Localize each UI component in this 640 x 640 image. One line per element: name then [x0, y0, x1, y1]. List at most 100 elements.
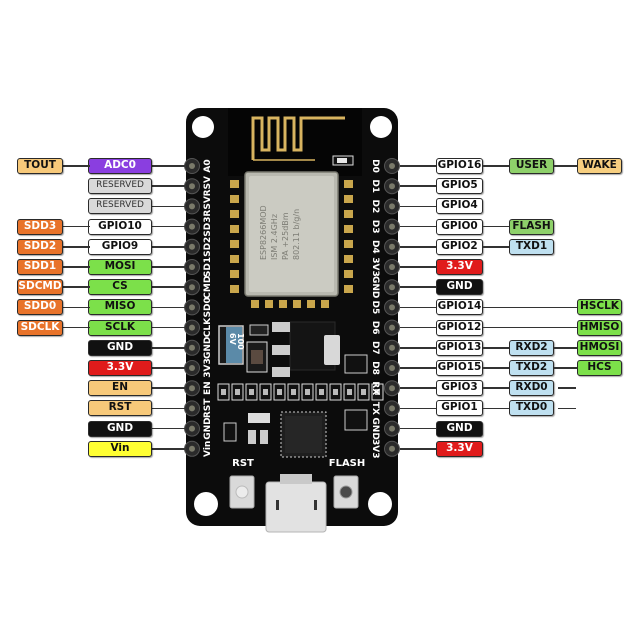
pin-wire — [125, 347, 186, 349]
transistor — [344, 354, 368, 374]
pin-wire — [483, 367, 510, 369]
module-pad — [230, 270, 239, 278]
pin-label-v33: 3.3V — [88, 360, 152, 376]
module-text: 802.11 b/g/n — [292, 209, 301, 260]
pin-wire — [400, 205, 437, 208]
silkscreen-left-label: RSV — [203, 196, 213, 216]
pin-wire — [483, 225, 510, 228]
silkscreen-left-label: GND — [203, 337, 213, 359]
pin-wire — [400, 286, 437, 288]
silkscreen-right-label: D4 — [370, 240, 380, 254]
pin-wire — [60, 306, 90, 309]
pin-wire — [483, 347, 510, 349]
pin-wire — [400, 407, 437, 410]
pin-label-spi: SCLK — [88, 319, 152, 336]
rst-button-cap[interactable] — [235, 485, 249, 499]
pin-label-hspi: HSCLK — [577, 299, 622, 316]
module-pad — [293, 300, 301, 308]
pin-wire — [400, 326, 437, 329]
pin-wire — [60, 246, 90, 248]
pin-label-uart: TXD2 — [509, 360, 554, 376]
pin-wire — [60, 266, 90, 268]
pin-label-gpio: GPIO14 — [436, 299, 483, 316]
pin-label-uart: TXD0 — [509, 400, 554, 417]
pin-label-user: USER — [509, 158, 554, 174]
module-pad — [265, 300, 273, 308]
pin-wire — [125, 387, 186, 389]
pin-label-adc: ADC0 — [88, 158, 152, 174]
silkscreen-left-label: CMD — [203, 276, 213, 299]
pin-label-uart: TXD1 — [509, 238, 554, 255]
pin-wire — [400, 246, 437, 248]
module-pad — [344, 180, 353, 188]
pin-label-hspi: HMISO — [577, 319, 622, 336]
module-pad — [321, 300, 329, 308]
module-pad — [230, 285, 239, 293]
module-pad — [344, 240, 353, 248]
pin-label-sdd: SDD3 — [17, 218, 63, 235]
pin-label-gpio: GPIO0 — [436, 218, 483, 235]
pin-wire — [125, 185, 186, 187]
pin-wire — [400, 225, 437, 228]
mounting-hole-top-right — [370, 116, 392, 138]
silkscreen-right-label: D0 — [370, 159, 380, 173]
pin-label-gnd: GND — [436, 420, 483, 437]
silkscreen-left-label: GND — [203, 417, 213, 439]
module-pad — [230, 210, 239, 218]
module-pad — [344, 225, 353, 233]
silkscreen-left-label: SD0 — [203, 297, 213, 317]
capacitor-value: 100 — [236, 333, 245, 350]
module-pad — [344, 270, 353, 278]
pin-label-v33: 3.3V — [436, 259, 483, 275]
pin-label-gpio: GPIO3 — [436, 380, 483, 397]
silkscreen-right-label: D7 — [370, 341, 380, 355]
pin-label-gpio: GPIO4 — [436, 198, 483, 215]
pin-label-spi: CS — [88, 279, 152, 296]
mounting-hole-top-left — [192, 116, 214, 138]
pin-label-gpio: GPIO5 — [436, 178, 483, 195]
pin-label-gnd: GND — [88, 420, 152, 437]
pin-label-gpio: GPIO12 — [436, 319, 483, 336]
pin-label-v33: 3.3V — [436, 440, 483, 457]
pin-wire — [483, 165, 510, 167]
module-pad — [230, 195, 239, 203]
pin-wire — [60, 165, 90, 167]
module-text: ESP8266MOD — [259, 205, 268, 260]
pin-wire — [400, 387, 437, 389]
capacitor-voltage: 6V — [228, 333, 237, 346]
pin-wire — [483, 407, 510, 410]
pin-label-spi: MISO — [88, 299, 152, 316]
pin-wire — [125, 165, 186, 167]
silkscreen-left-label: SD3 — [203, 216, 213, 236]
pin-wire — [60, 286, 90, 288]
pin-label-gpio: GPIO1 — [436, 400, 483, 417]
pin-wire — [483, 246, 510, 248]
mounting-hole-bottom-right — [368, 492, 392, 516]
pin-wire — [125, 427, 186, 430]
pin-wire — [400, 367, 437, 369]
pin-label-uart: RXD2 — [509, 339, 554, 356]
silkscreen-right-label: D3 — [370, 220, 380, 234]
silkscreen-right-label: D5 — [370, 301, 380, 315]
pin-label-sdd: SDCLK — [17, 319, 63, 336]
pin-wire — [60, 225, 90, 228]
silkscreen-left-label: Vin — [203, 441, 213, 457]
pin-wire — [554, 367, 578, 369]
silkscreen-right-label: RX — [370, 381, 380, 395]
pin-label-sdd: SDD0 — [17, 299, 63, 316]
flash-button-label: FLASH — [329, 458, 366, 469]
pin-wire — [483, 387, 510, 389]
module-pad — [230, 255, 239, 263]
flash-button-cap[interactable] — [339, 485, 353, 499]
pin-label-reserved: RESERVED — [88, 178, 152, 195]
pin-wire — [400, 185, 437, 187]
pin-wire-stub — [558, 387, 576, 389]
module-pad — [230, 180, 239, 188]
voltage-resistor — [249, 324, 269, 336]
module-pad — [344, 285, 353, 293]
silkscreen-right-label: GND — [370, 417, 380, 439]
pin-wire — [125, 407, 186, 410]
pin-label-sdd: SDCMD — [17, 279, 63, 296]
